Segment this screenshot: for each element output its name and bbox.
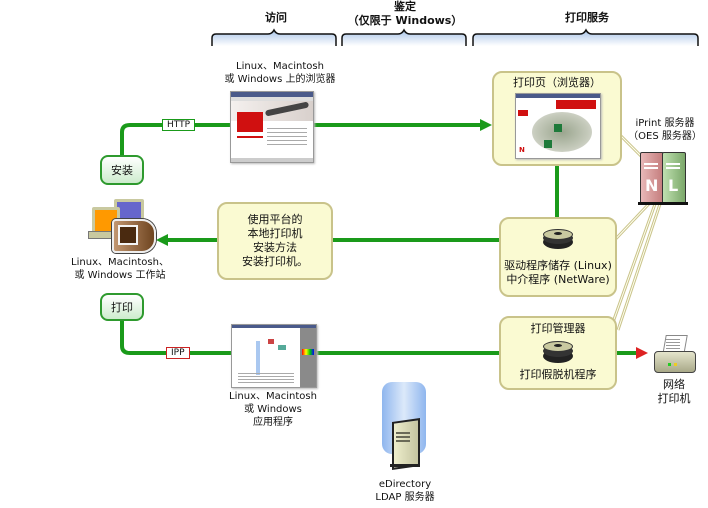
workstation-label: Linux、Macintosh、 或 Windows 工作站 xyxy=(60,256,180,282)
edirectory-server-icon xyxy=(390,418,420,470)
header-print-services: 打印服务 xyxy=(565,11,609,24)
header-auth-line1: 鉴定 xyxy=(394,0,416,13)
edirectory-label: eDirectory LDAP 服务器 xyxy=(350,478,460,504)
brace-access xyxy=(211,28,337,46)
print-manager-title: 打印管理器 xyxy=(530,322,586,335)
print-button[interactable]: 打印 xyxy=(100,293,144,321)
printer-arrowhead xyxy=(636,347,648,359)
ipp-flow-line xyxy=(120,320,640,355)
driver-store-line1: 驱动程序储存 (Linux) xyxy=(504,259,612,272)
edirectory-label-line1: eDirectory xyxy=(378,479,432,490)
browser-screenshot-thumbnail xyxy=(230,91,314,163)
application-label-line1: Linux、Macintosh xyxy=(229,391,317,402)
driver-store-disk-icon xyxy=(543,229,573,251)
edirectory-label-line2: LDAP 服务器 xyxy=(375,492,435,503)
network-printer-label-line1: 网络 xyxy=(663,378,685,391)
print-page-title: 打印页（浏览器） xyxy=(513,76,601,89)
http-arrowhead xyxy=(480,119,492,131)
network-printer-label-line2: 打印机 xyxy=(657,392,691,405)
iprint-server-icon: N L xyxy=(636,150,696,206)
ipp-protocol-tag: IPP xyxy=(166,347,190,359)
spooler-disk-icon xyxy=(543,341,573,365)
network-printer-label: 网络 打印机 xyxy=(640,378,708,406)
application-label: Linux、Macintosh 或 Windows 应用程序 xyxy=(210,390,336,429)
print-page-thumbnail: N xyxy=(515,93,601,159)
iprint-server-label: iPrint 服务器 （OES 服务器） xyxy=(620,117,708,143)
install-method-bubble: 使用平台的 本地打印机 安装方法 安装打印机。 xyxy=(217,202,333,280)
http-flow-line xyxy=(120,123,482,156)
driver-store-label: 驱动程序储存 (Linux) 中介程序 (NetWare) xyxy=(499,259,617,287)
iprint-server-label-line1: iPrint 服务器 xyxy=(635,118,695,129)
driver-store-line2: 中介程序 (NetWare) xyxy=(506,273,610,286)
application-label-line3: 应用程序 xyxy=(253,417,293,428)
network-printer-icon xyxy=(652,335,696,375)
browser-label-line1: Linux、Macintosh xyxy=(236,61,324,72)
brace-authentication xyxy=(341,28,467,46)
netware-server-tower-icon: N xyxy=(640,152,664,204)
workstation-icon xyxy=(86,197,158,253)
browser-label: Linux、Macintosh 或 Windows 上的浏览器 xyxy=(210,60,350,86)
install-method-line4: 安装打印机。 xyxy=(242,255,308,268)
browser-label-line2: 或 Windows 上的浏览器 xyxy=(224,74,336,85)
install-method-line1: 使用平台的 xyxy=(247,213,303,226)
workstation-label-line1: Linux、Macintosh、 xyxy=(71,257,169,268)
http-protocol-tag: HTTP xyxy=(162,119,196,131)
install-arrowhead xyxy=(156,234,168,246)
linux-server-tower-icon: L xyxy=(662,152,686,204)
brace-print-services xyxy=(472,28,699,46)
workstation-label-line2: 或 Windows 工作站 xyxy=(74,270,166,281)
install-method-line3: 安装方法 xyxy=(253,241,297,254)
header-access: 访问 xyxy=(265,11,287,24)
header-authentication: 鉴定 （仅限于 Windows） xyxy=(340,0,470,28)
print-button-label: 打印 xyxy=(111,301,133,314)
print-spooler-label: 打印假脱机程序 xyxy=(519,368,597,381)
iprint-server-label-line2: （OES 服务器） xyxy=(628,131,702,142)
header-auth-line2: （仅限于 Windows） xyxy=(347,14,463,27)
install-button[interactable]: 安装 xyxy=(100,155,144,185)
install-button-label: 安装 xyxy=(111,164,133,177)
install-method-line2: 本地打印机 xyxy=(247,227,303,240)
application-label-line2: 或 Windows xyxy=(244,404,302,415)
application-screenshot-thumbnail xyxy=(231,324,317,388)
